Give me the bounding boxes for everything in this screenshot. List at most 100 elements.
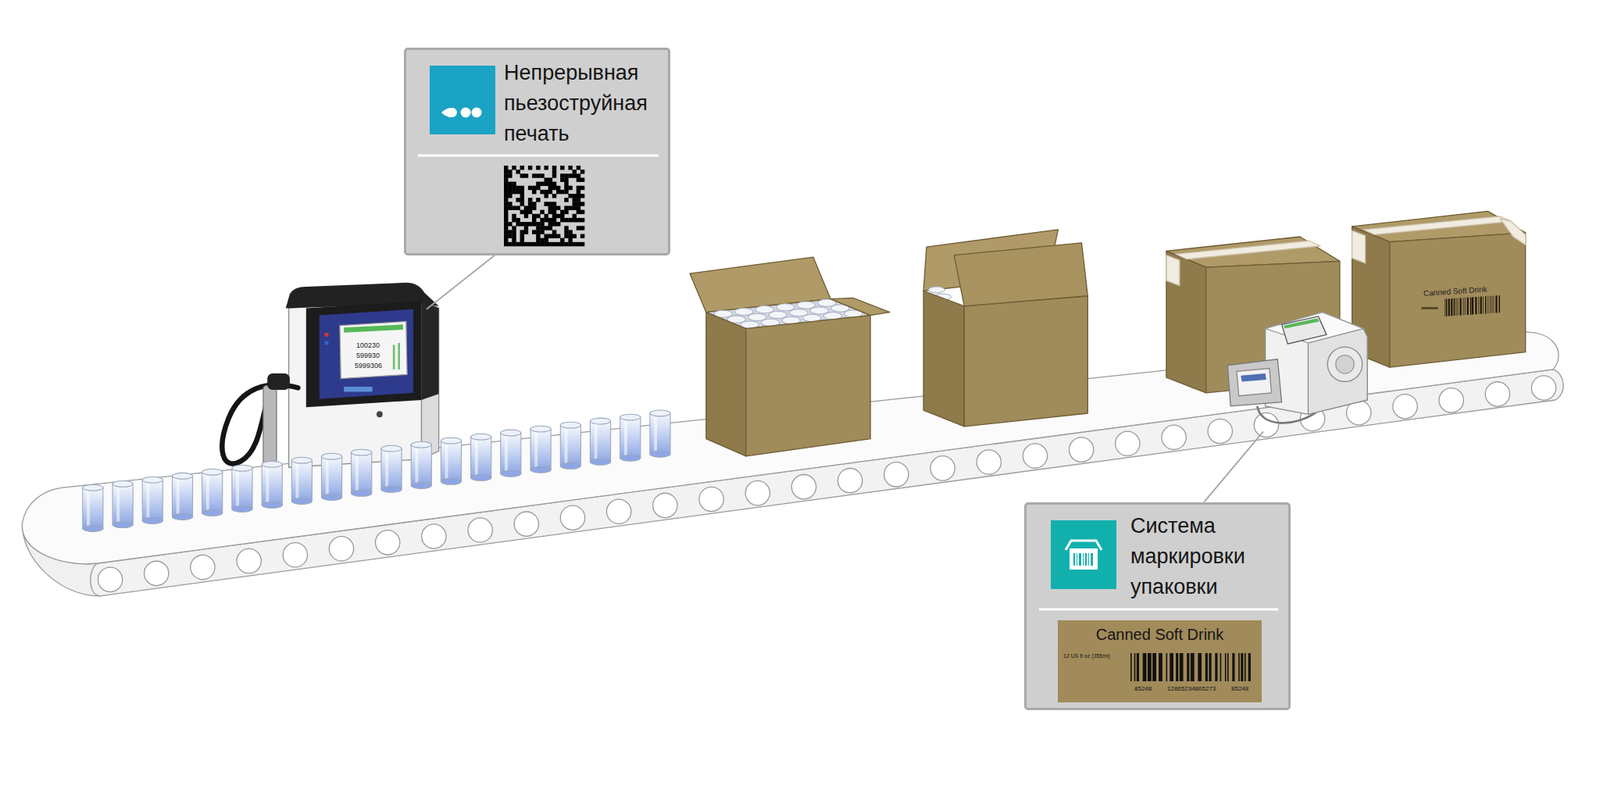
code-module [580,169,585,174]
code-module [580,193,585,198]
ink-drop [460,107,472,118]
code-module [552,165,557,170]
print-head [263,385,277,468]
code-module [572,214,577,218]
can [500,429,522,477]
code-module [535,229,540,234]
code-module [560,177,565,182]
can [560,421,581,469]
code-module [567,234,572,239]
roller [97,567,122,592]
screen-status-bar [343,324,404,333]
datamatrix-code [503,165,585,247]
code-module [515,169,520,174]
code-module [507,242,512,247]
code-module [503,242,508,247]
code-module [556,189,561,194]
code-module [552,229,557,234]
code-module [532,242,536,247]
code-module [503,173,508,178]
code-module [548,234,553,239]
screen-code: 599930 [356,351,380,361]
roller [144,560,169,586]
printer-panel [319,309,414,400]
code-module [548,221,553,226]
code-module [576,217,581,222]
code-module [520,197,525,202]
code-module [535,165,540,170]
barcode-bar [1227,653,1229,682]
code-module [552,182,557,186]
code-module [520,234,525,239]
barcode-bar [1450,298,1453,316]
code-module [580,217,585,222]
code-module [560,189,565,194]
status-light [324,340,329,345]
code-module [503,217,508,222]
code-module [556,206,561,211]
barcode-bar [1470,296,1472,315]
code-module [528,165,533,170]
code-module [511,165,516,170]
can-top [734,307,754,315]
case-labeler [1227,312,1368,424]
code-module [511,182,516,186]
code-module [503,238,508,243]
code-module [572,217,577,222]
callout-title: Непрерывная пьезоструйная печать [503,57,665,150]
barcode-digits: 85248 [1134,685,1152,693]
code-module [535,238,540,243]
code-module [511,229,516,234]
barcode-bar [1448,298,1450,316]
code-module [552,185,557,190]
code-module [535,214,540,218]
code-module [556,214,561,218]
roller [1115,431,1140,456]
barcode-bar [1197,653,1202,682]
code-module [535,197,540,202]
barcode-bar [1134,653,1136,682]
sealing-tape [1500,218,1526,246]
code-module [539,189,544,194]
roller [282,542,308,568]
can-top [928,286,946,293]
roller [791,474,816,499]
code-module [503,206,508,211]
can-top [768,310,788,318]
code-module [507,189,512,194]
code-module [532,189,536,194]
code-module [503,197,508,202]
code-module [544,177,549,182]
code-module [515,197,520,202]
code-module [544,182,549,186]
screen-level-bar [397,342,400,370]
code-module [520,189,525,194]
carton-side [1166,250,1207,393]
code-module [548,225,553,230]
barcode-bar [1471,296,1474,315]
code-module [576,193,581,198]
inkjet-printer [221,282,439,468]
can [440,437,461,485]
code-module [564,197,568,202]
barcode-bar [1462,297,1465,315]
code-module [560,210,565,215]
roller [190,554,215,579]
label-barcode [1130,653,1251,682]
code-module [507,234,512,239]
code-module [515,185,520,190]
code-module [544,165,549,170]
code-module [511,242,516,247]
code-module [535,234,540,239]
callout-title: Система маркировки упаковки [1130,510,1287,603]
carton-label: Canned Soft Drink12 US fl oz (355ml)8524… [1057,620,1262,703]
carton-flap [689,257,831,313]
labelled-carton [1352,210,1526,368]
printer-bezel-side [421,300,439,400]
barcode-bar [1205,653,1208,682]
code-module [567,185,572,190]
roller [1531,375,1556,400]
can-top [796,301,816,309]
code-module [515,242,520,247]
barcode-bar [1220,653,1222,682]
